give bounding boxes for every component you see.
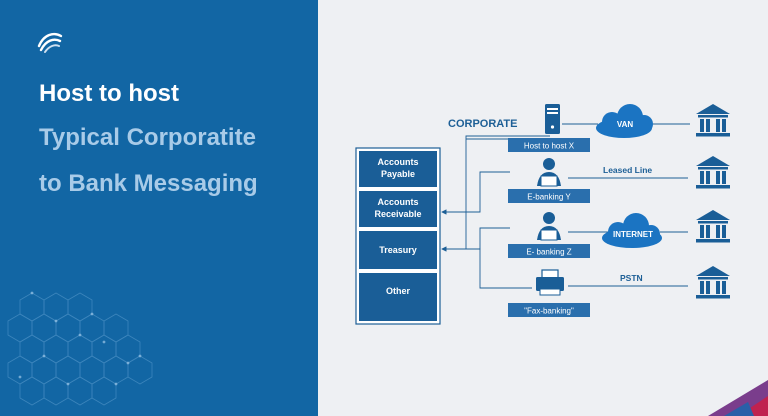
department-label: Accounts: [377, 197, 418, 207]
channel-label-box: [508, 189, 590, 203]
bank-icon: [696, 104, 730, 137]
host-server-icon: [545, 104, 560, 134]
department-label: Payable: [381, 169, 415, 179]
channel-label-box: [508, 138, 590, 152]
network-label-leased-line: Leased Line: [603, 165, 652, 175]
bank-icon: [696, 156, 730, 189]
bank-icon: [696, 210, 730, 243]
title-line-1: Host to host: [39, 80, 179, 107]
company-logo-icon: [37, 32, 63, 53]
internet-cloud-icon: [602, 213, 662, 248]
department-box-treasury: [359, 231, 437, 269]
department-label: Receivable: [374, 209, 421, 219]
channel-label: Host to host X: [524, 142, 575, 151]
network-label-van: VAN: [617, 120, 634, 129]
diagram-panel: Accounts Payable Accounts Receivable Tre…: [318, 0, 768, 416]
left-panel: Host to host Typical Corporatite to Bank…: [0, 0, 318, 416]
channel-label-box: [508, 244, 590, 258]
corner-triangles-decoration: [708, 380, 768, 416]
network-label-pstn: PSTN: [620, 273, 643, 283]
user-workstation-icon: [537, 158, 561, 187]
van-cloud-icon: [596, 104, 653, 138]
corporate-label: CORPORATE: [448, 118, 517, 130]
hexagon-network-decoration-icon: [7, 291, 153, 406]
channel-label: E- banking Z: [526, 248, 571, 257]
department-box-accounts-receivable: [359, 191, 437, 227]
channel-label-box: [508, 303, 590, 317]
department-box-other: [359, 273, 437, 321]
channel-label: "Fax-banking": [524, 307, 574, 316]
user-workstation-icon: [537, 212, 561, 241]
department-label: Treasury: [379, 245, 417, 255]
department-label: Other: [386, 286, 411, 296]
department-label: Accounts: [377, 157, 418, 167]
network-label-internet: INTERNET: [613, 230, 653, 239]
bank-icon: [696, 266, 730, 299]
corporate-bank-messaging-diagram: Accounts Payable Accounts Receivable Tre…: [355, 104, 768, 416]
title-line-3: to Bank Messaging: [39, 170, 258, 197]
department-boxes: Accounts Payable Accounts Receivable Tre…: [355, 147, 441, 325]
department-box-accounts-payable: [359, 151, 437, 187]
connector-lines: [441, 123, 690, 289]
title-line-2: Typical Corporatite: [39, 124, 256, 151]
channel-label: E-banking Y: [527, 193, 571, 202]
fax-machine-icon: [536, 269, 564, 296]
